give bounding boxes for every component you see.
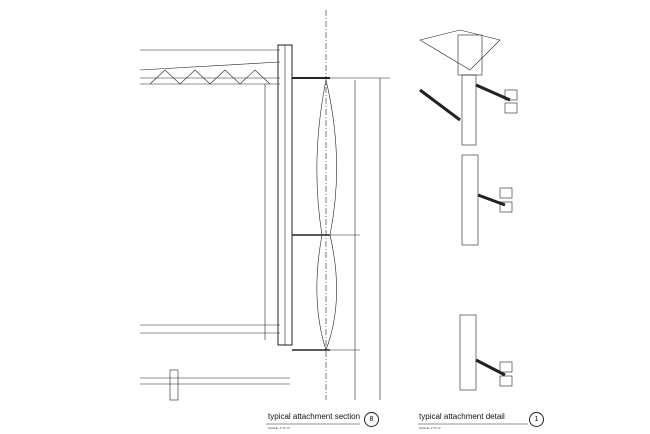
detail-scale: SCALE: 1"=1'-0" <box>419 426 441 430</box>
detail-title: typical attachment detail <box>419 412 505 421</box>
section-title: typical attachment section <box>268 412 361 421</box>
section-drawing <box>139 10 390 401</box>
section-number-bubble: 8 <box>364 412 379 427</box>
detail-drawing <box>419 29 518 391</box>
detail-number-bubble: 1 <box>529 412 544 427</box>
section-scale: SCALE: 1"=1'-0" <box>268 426 290 430</box>
